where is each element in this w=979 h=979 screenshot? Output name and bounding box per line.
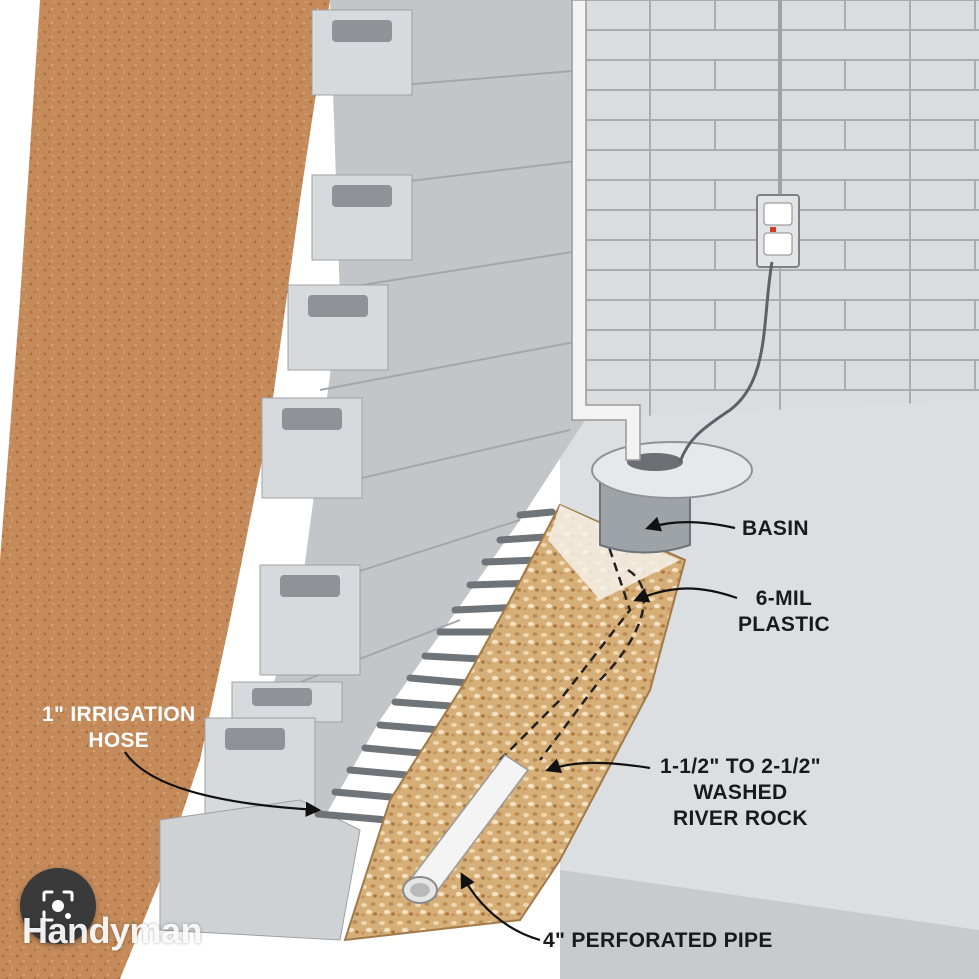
soil [0, 0, 330, 979]
discharge-pipe [571, 0, 641, 461]
leader-lines [124, 516, 738, 942]
footing [159, 799, 361, 941]
basin-label: BASIN [742, 517, 809, 540]
plastic-label: 6-MIL PLASTIC [738, 587, 830, 636]
electrical-outlet [756, 0, 800, 268]
irrigation-hose-label: 1" IRRIGATION HOSE [42, 703, 196, 752]
concrete-blocks [204, 9, 413, 819]
river-rock-label: 1-1/2" TO 2-1/2" WASHED RIVER ROCK [660, 755, 821, 830]
plastic-sheet [548, 505, 680, 600]
power-cord [678, 261, 774, 463]
lens-search-button[interactable] [20, 868, 96, 944]
handyman-watermark: Handyman [22, 910, 203, 951]
gravel-trench [343, 503, 687, 942]
lens-icon [42, 890, 74, 922]
perforated-pipe-label: 4" PERFORATED PIPE [543, 929, 773, 952]
perforated-pipe [402, 753, 530, 904]
